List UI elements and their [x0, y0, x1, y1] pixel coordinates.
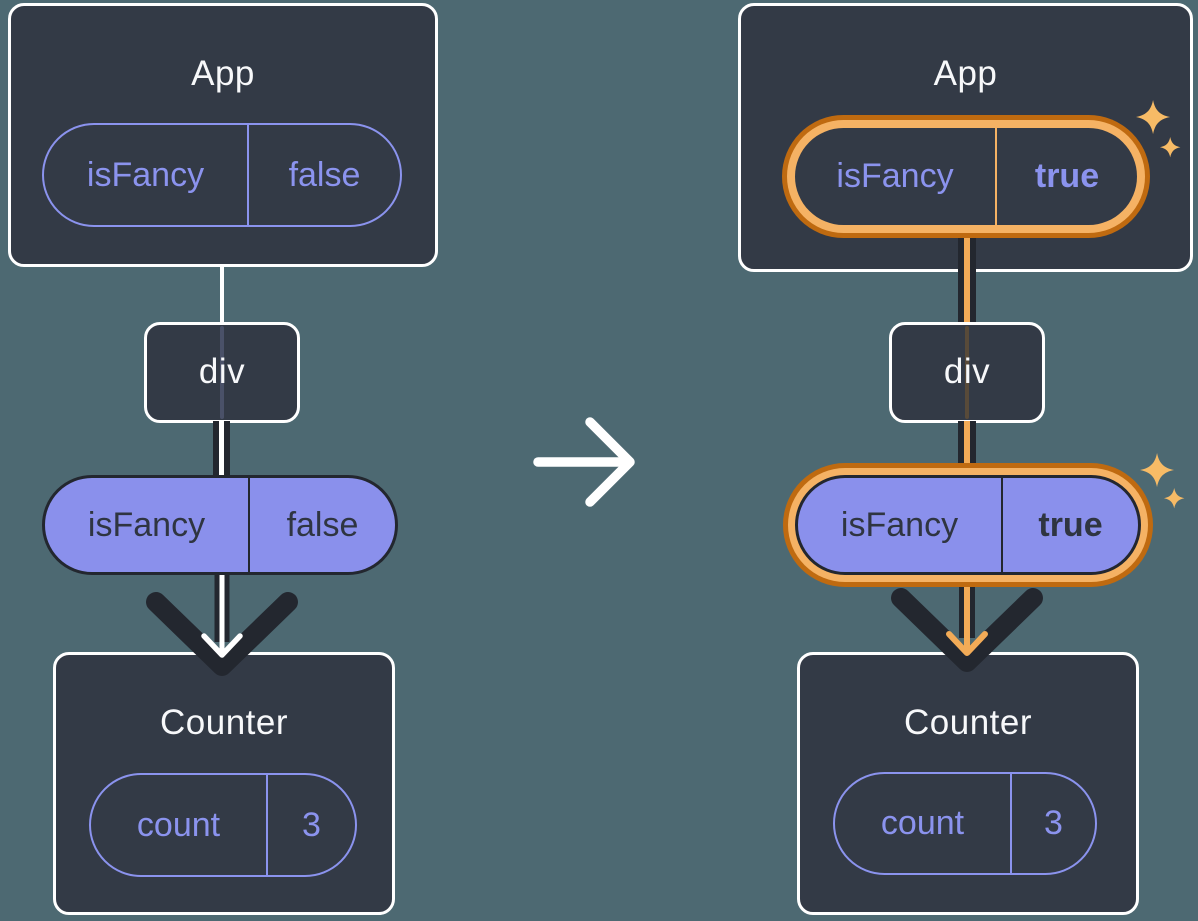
after-counter-state-pill: count 3	[833, 772, 1097, 875]
state-value: 3	[1044, 804, 1063, 842]
prop-value: true	[1034, 157, 1100, 195]
after-prop-flow-line	[965, 326, 969, 419]
before-prop-flow-line	[220, 326, 224, 419]
before-connector-app-to-div	[219, 264, 224, 325]
before-app-title: App	[191, 54, 255, 93]
prop-value: false	[288, 155, 361, 194]
prop-value: false	[286, 505, 359, 544]
after-div-label: div	[943, 352, 991, 391]
prop-name: isFancy	[795, 128, 997, 225]
sparkles-icon	[1136, 100, 1181, 158]
prop-name: isFancy	[798, 478, 1003, 572]
state-value: 3	[302, 805, 321, 844]
transition-arrow-icon	[533, 417, 635, 507]
before-connector-div-to-prop	[213, 421, 230, 478]
state-name: count	[91, 775, 268, 875]
prop-name: isFancy	[44, 125, 249, 225]
before-counter-title: Counter	[159, 703, 289, 742]
after-connector-app-to-div	[957, 232, 976, 325]
after-counter-title: Counter	[903, 703, 1033, 742]
before-counter-state-pill: count 3	[89, 773, 357, 877]
before-div-label: div	[198, 352, 246, 391]
prop-name: isFancy	[45, 478, 250, 572]
state-name: count	[835, 774, 1012, 873]
after-flow-arrow-icon	[891, 582, 1043, 672]
sparkles-icon	[1140, 453, 1185, 509]
after-passed-prop-pill: isFancy true	[795, 475, 1141, 575]
after-app-title: App	[933, 54, 998, 93]
before-flow-arrow-icon	[146, 570, 298, 676]
prop-value: true	[1038, 505, 1103, 544]
before-passed-prop-pill: isFancy false	[42, 475, 398, 575]
before-app-prop-pill: isFancy false	[42, 123, 402, 227]
after-app-prop-pill: isFancy true	[795, 128, 1137, 225]
